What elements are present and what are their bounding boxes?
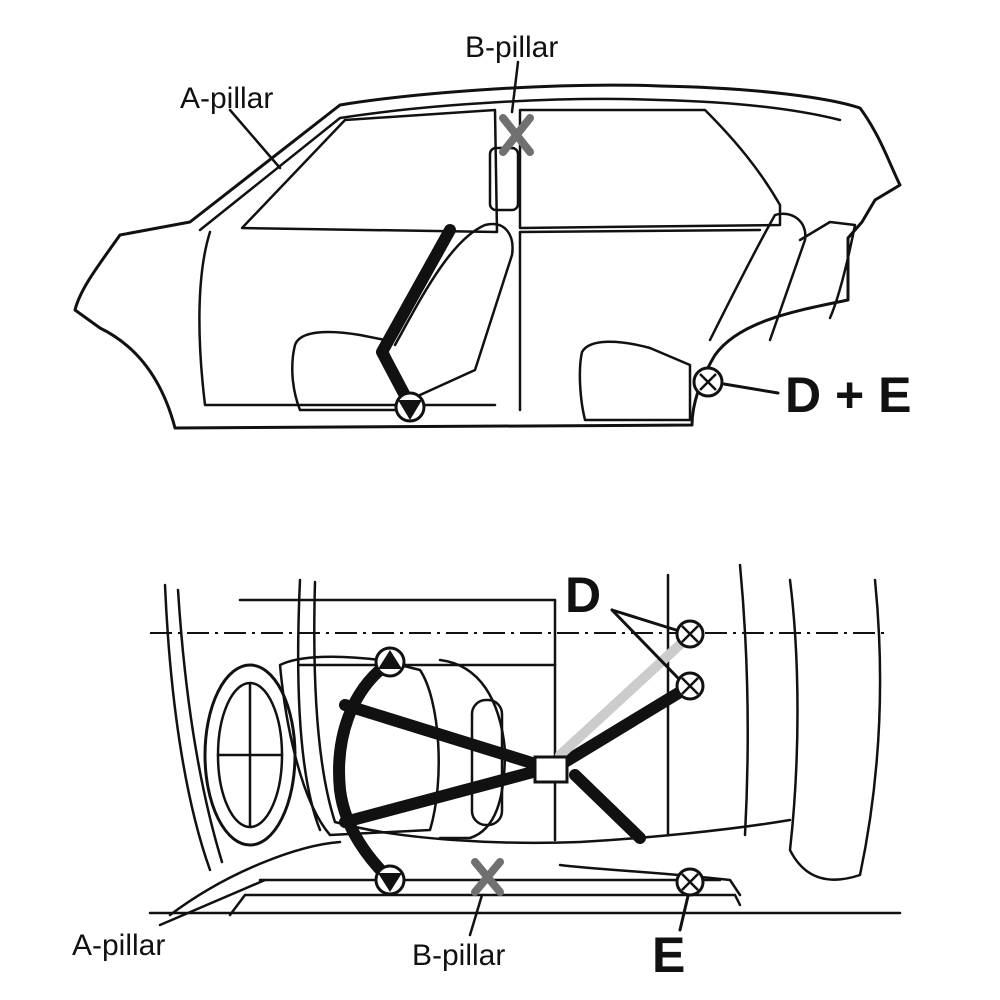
side-b-pillar-label: B-pillar xyxy=(465,31,558,64)
steering-wheel-icon xyxy=(203,663,297,847)
windshield-frame xyxy=(296,578,337,832)
mount-d-leader-upper xyxy=(610,608,678,632)
diagonal-bar-lower xyxy=(339,762,554,828)
rear-bar-lower xyxy=(569,769,646,844)
front-window xyxy=(240,108,499,234)
side-front-mount-marker xyxy=(394,391,426,423)
side-mount-leader xyxy=(722,382,780,395)
rear-seat-back xyxy=(708,212,807,342)
front-hoop-bar xyxy=(333,656,396,886)
top-b-pillar-x-icon xyxy=(471,858,504,896)
top-front-mount-lower-marker xyxy=(374,864,406,896)
top-mount-d-lower-marker xyxy=(675,671,705,701)
a-pillar-frame xyxy=(163,583,224,872)
b-pillar-block xyxy=(488,146,520,212)
car-body-outline xyxy=(73,83,902,430)
side-b-pillar-x-icon xyxy=(499,114,534,156)
rear-quarter-panel xyxy=(798,220,857,320)
top-front-mount-upper-marker xyxy=(374,646,406,678)
rear-sill-plate xyxy=(558,863,742,897)
diagonal-bar-upper xyxy=(339,699,554,774)
top-mount-e-label: E xyxy=(652,927,685,983)
top-b-pillar-leader xyxy=(468,893,484,937)
rear-seat xyxy=(578,340,692,422)
roof-inner-line xyxy=(198,97,842,232)
ghost-bar xyxy=(555,635,690,760)
center-junction-plate xyxy=(533,755,569,784)
top-mount-d-upper-marker xyxy=(675,619,705,649)
side-hoop-bar xyxy=(376,224,456,411)
mount-d-leader-lower xyxy=(610,608,680,680)
rear-bar-upper xyxy=(549,680,696,774)
side-b-pillar-leader xyxy=(510,60,520,114)
top-mount-e-marker xyxy=(675,867,705,897)
side-a-pillar-leader xyxy=(228,108,282,170)
top-mount-d-label: D xyxy=(565,567,601,623)
mount-e-leader xyxy=(678,894,690,932)
side-a-pillar-label: A-pillar xyxy=(180,82,273,115)
side-view: A-pillar B-pillar D + E xyxy=(73,31,911,430)
floor-edge xyxy=(333,818,792,845)
side-mount-d-e-label: D + E xyxy=(785,367,911,423)
top-view: D E A-pillar B-pillar xyxy=(72,563,902,983)
front-door-line xyxy=(198,230,497,407)
top-a-pillar-leader xyxy=(158,878,267,927)
center-console xyxy=(470,698,504,827)
rear-window xyxy=(518,108,782,230)
top-a-pillar-label: A-pillar xyxy=(72,929,165,962)
rear-door-line xyxy=(518,228,762,412)
front-seat-back xyxy=(393,222,514,397)
driver-seat xyxy=(278,655,440,837)
side-mount-d-e-marker xyxy=(692,366,724,398)
top-b-pillar-label: B-pillar xyxy=(412,939,505,972)
rear-door-frame xyxy=(738,563,882,881)
door-sill xyxy=(168,840,742,917)
